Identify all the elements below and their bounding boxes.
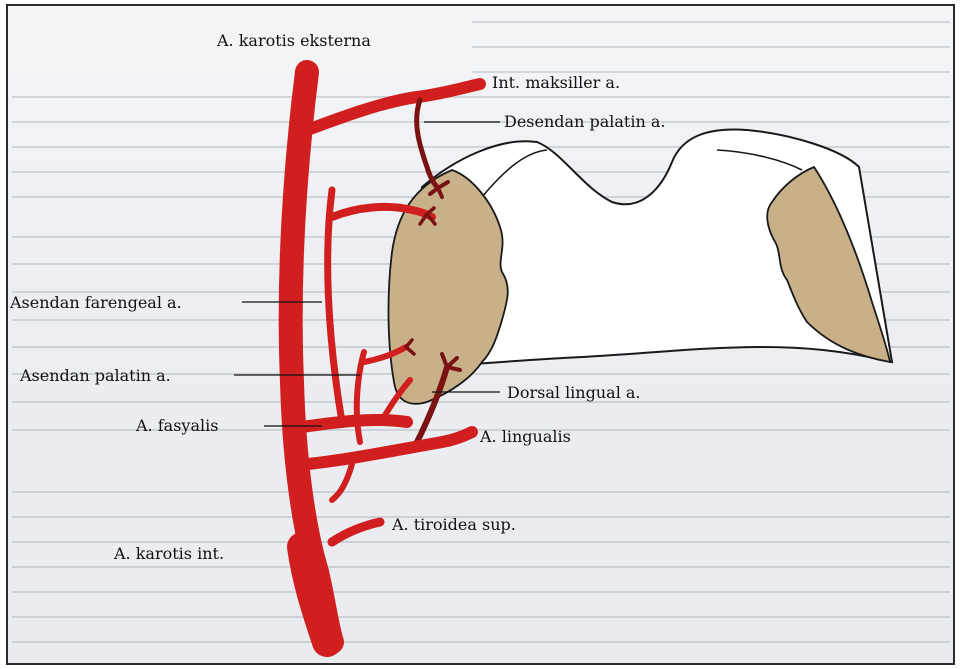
diagram-frame: A. karotis eksterna Int. maksiller a. De… bbox=[6, 4, 955, 665]
label-tiroidea-sup: A. tiroidea sup. bbox=[391, 515, 516, 534]
label-dorsal-lingual: Dorsal lingual a. bbox=[507, 383, 641, 402]
ascending-pharyngeal-artery bbox=[328, 190, 342, 422]
label-fasyalis: A. fasyalis bbox=[135, 416, 218, 435]
descending-palatine-artery bbox=[417, 100, 438, 188]
label-asendan-farengeal: Asendan farengeal a. bbox=[9, 293, 182, 312]
label-karotis-eksterna: A. karotis eksterna bbox=[216, 31, 371, 50]
artery-diagram: A. karotis eksterna Int. maksiller a. De… bbox=[8, 6, 953, 663]
superior-thyroid-artery bbox=[332, 522, 380, 542]
lingual-loop bbox=[332, 464, 352, 500]
label-asendan-palatin: Asendan palatin a. bbox=[19, 366, 171, 385]
ascending-palatine-artery bbox=[357, 352, 364, 442]
internal-maxillary-artery bbox=[302, 84, 480, 132]
label-lingualis: A. lingualis bbox=[479, 427, 571, 446]
label-karotis-int: A. karotis int. bbox=[113, 544, 224, 563]
label-int-maksiller: Int. maksiller a. bbox=[492, 73, 620, 92]
lingual-artery bbox=[307, 432, 472, 464]
label-desendan-palatin: Desendan palatin a. bbox=[504, 112, 665, 131]
